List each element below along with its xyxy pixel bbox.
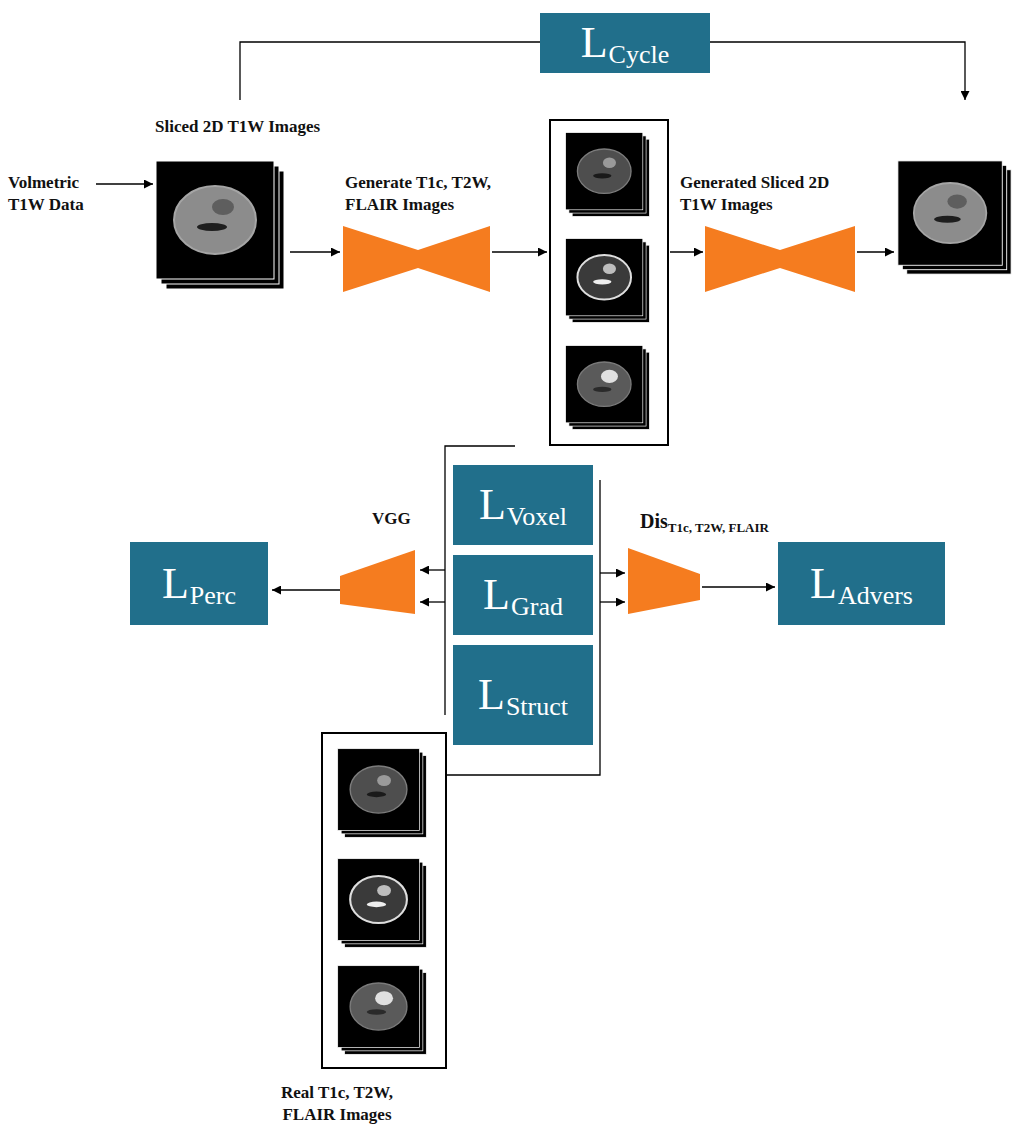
loss-subscript: Voxel (507, 504, 567, 530)
text-label: Volmetric T1W Data (8, 173, 84, 214)
t1c-slice-stack (566, 133, 650, 217)
vgg-shape (340, 550, 415, 614)
text-label: Sliced 2D T1W Images (155, 117, 320, 136)
loss-subscript: Struct (506, 694, 568, 720)
feed-arrow (420, 601, 445, 602)
generator-shape (705, 226, 855, 292)
input-label: Volmetric T1W Data (8, 172, 98, 216)
text-label: Generate T1c, T2W, FLAIR Images (345, 173, 491, 214)
stage-label: Real T1c, T2W, FLAIR Images (262, 1082, 412, 1126)
loss-symbol: L (581, 21, 608, 65)
flow-arrow (492, 251, 547, 252)
loss-box: LAdvers (778, 542, 945, 625)
real-images-frame (322, 733, 446, 1068)
flow-arrow (857, 251, 894, 252)
flair-slice-stack (566, 346, 650, 430)
text-label: VGG (372, 509, 411, 528)
discriminator-subscript: T1c, T2W, FLAIR (668, 520, 769, 535)
network-label: VGG (372, 508, 432, 530)
cycle-arrow (710, 42, 965, 100)
loss-box: LVoxel (453, 465, 593, 545)
stage-label: Sliced 2D T1W Images (155, 116, 385, 138)
real-flair-stack (338, 966, 427, 1055)
loss-subscript: Advers (838, 583, 913, 609)
flow-arrow (290, 251, 340, 252)
loss-box: LGrad (453, 555, 593, 635)
loss-symbol: L (810, 562, 837, 606)
t2w-slice-stack (566, 239, 650, 323)
feed-arrow (600, 601, 625, 602)
loss-subscript: Perc (190, 583, 236, 609)
stage-label: Generated Sliced 2D T1W Images (680, 172, 865, 216)
generated-images-frame (550, 120, 668, 445)
discriminator-shape (628, 548, 700, 614)
loss-box: LPerc (130, 542, 268, 625)
advers-arrow (702, 586, 775, 587)
perc-arrow (272, 589, 340, 590)
loss-subscript: Grad (511, 594, 563, 620)
t1w-slice-stack (156, 161, 284, 289)
text-label: Generated Sliced 2D T1W Images (680, 173, 829, 214)
loss-symbol: L (162, 562, 189, 606)
stage-label: Generate T1c, T2W, FLAIR Images (345, 172, 515, 216)
cycle-line (240, 42, 540, 100)
generator-shape (343, 226, 490, 292)
feed-arrow (600, 572, 625, 573)
loss-symbol: L (483, 573, 510, 617)
loss-box: LStruct (453, 645, 593, 745)
loss-symbol: L (478, 673, 505, 717)
real-t2w-stack (338, 859, 427, 948)
real-t1c-stack (338, 749, 427, 838)
network-label: DisT1c, T2W, FLAIR (640, 508, 810, 537)
input-arrow (96, 183, 153, 184)
loss-subscript: Cycle (609, 42, 670, 68)
generated-t1w-stack (898, 161, 1011, 274)
loss-box: LCycle (540, 13, 710, 73)
feed-arrow (420, 569, 445, 570)
text-label: Real T1c, T2W, FLAIR Images (281, 1083, 393, 1124)
flow-arrow (670, 251, 703, 252)
loss-symbol: L (479, 483, 506, 527)
discriminator-label: Dis (640, 510, 668, 532)
